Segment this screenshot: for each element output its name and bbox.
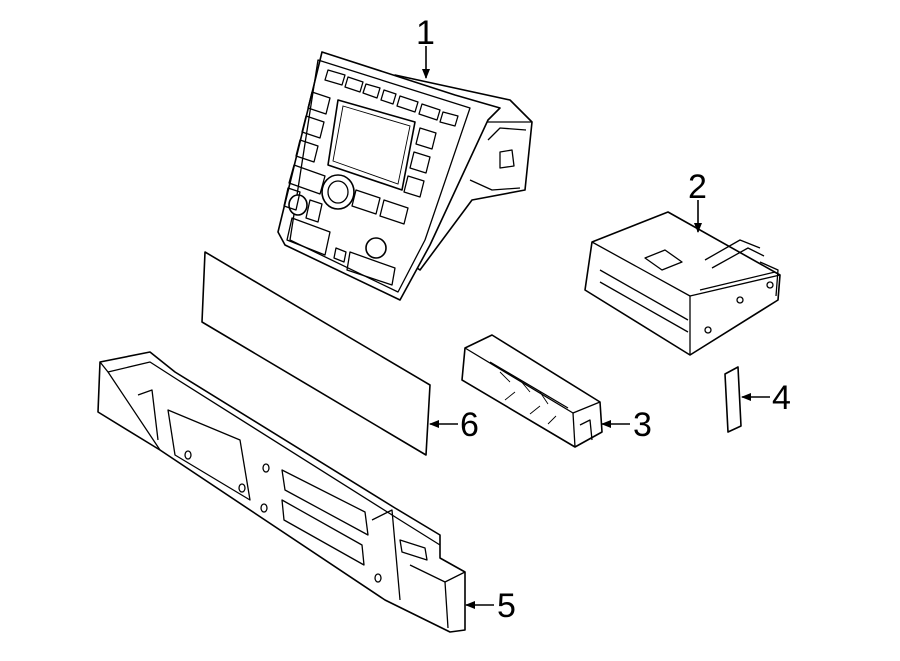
callout-1: 1: [416, 14, 435, 52]
callout-arrows: [422, 46, 770, 609]
callout-6: 6: [460, 406, 479, 444]
callout-labels: 1 2 3 4 5 6: [416, 14, 791, 625]
part-4-pad: [724, 366, 742, 433]
callout-3: 3: [633, 406, 652, 444]
part-5-lower-housing: [97, 351, 466, 633]
callout-2: 2: [688, 168, 707, 206]
callout-5: 5: [497, 587, 516, 625]
part-2-module-unit: [584, 211, 781, 356]
part-6-panel-sheet: [201, 251, 431, 456]
part-3-bracket: [461, 334, 603, 448]
part-1-radio-head-unit: [277, 51, 533, 301]
callout-4: 4: [772, 379, 791, 417]
